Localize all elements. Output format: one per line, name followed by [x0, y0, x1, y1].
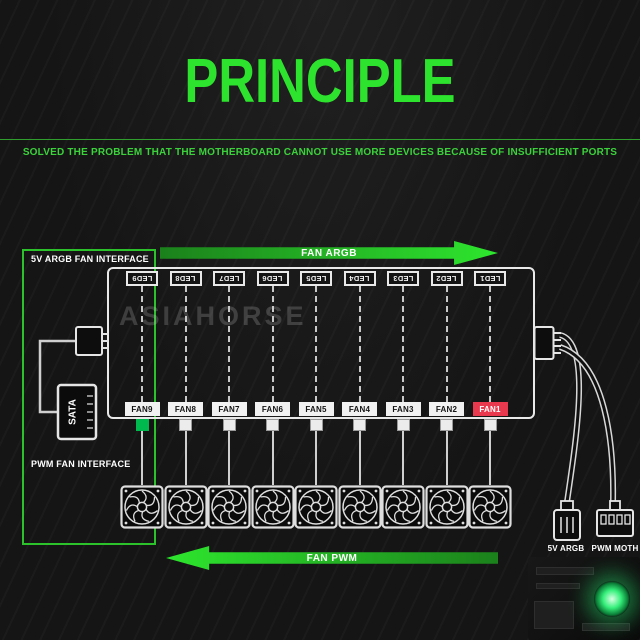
hub-channel: LED6 FAN6 — [255, 269, 291, 529]
fan-icon — [338, 485, 382, 529]
fan-cable — [445, 431, 448, 485]
fan-connector — [135, 419, 149, 431]
fan-connector — [266, 419, 279, 431]
interface-highlight-box — [22, 249, 156, 545]
fan-icon — [381, 485, 425, 529]
internal-trace — [445, 286, 448, 402]
argb-motherboard-plug-icon — [553, 500, 581, 541]
fan-connector — [483, 419, 497, 431]
fan-cable — [228, 431, 230, 485]
fan-argb-arrow: FAN ARGB — [160, 241, 498, 265]
motherboard-image — [528, 557, 640, 640]
hub-channel: LED9 FAN9 — [124, 269, 160, 529]
fan-port-label: FAN1 — [472, 402, 508, 416]
subtitle: SOLVED THE PROBLEM THAT THE MOTHERBOARD … — [22, 147, 618, 158]
internal-trace — [271, 286, 274, 402]
led-port: LED9 — [126, 271, 158, 286]
pwm-motherboard-plug-icon — [596, 500, 634, 537]
fan-cable — [141, 431, 143, 485]
motherboard-slot — [536, 567, 594, 575]
led-port: LED4 — [343, 271, 376, 286]
fan-port-label: FAN4 — [342, 402, 377, 416]
fan-cable — [489, 431, 491, 485]
fan-cable — [315, 431, 317, 485]
led-port-label: LED9 — [131, 274, 153, 283]
argb-plug-label: 5V ARGB — [547, 544, 585, 553]
internal-trace — [402, 286, 404, 402]
fan-connector — [309, 419, 323, 431]
led-port: LED1 — [474, 271, 506, 286]
hub-channel: LED1 FAN1 — [472, 269, 508, 529]
hub-channels: LED9 FAN9 LED8 FAN8 LED7 FAN7 — [124, 269, 508, 529]
internal-trace — [358, 286, 361, 402]
hub-channel: LED4 FAN4 — [342, 269, 378, 529]
led-port: LED6 — [256, 271, 289, 286]
led-port: LED8 — [169, 271, 202, 286]
pwm-interface-label: PWM FAN INTERFACE — [31, 459, 131, 469]
led-port-label: LED2 — [436, 274, 457, 283]
led-port-label: LED5 — [305, 274, 327, 283]
fan-connector — [396, 419, 410, 431]
fan-icon — [468, 485, 512, 529]
fan-port-label: FAN6 — [255, 402, 290, 416]
motherboard-slot — [582, 623, 630, 631]
rgb-glow — [594, 581, 630, 617]
hub-output-plug-icon — [533, 326, 561, 360]
fan-cable — [402, 431, 404, 485]
fan-icon — [294, 485, 338, 529]
internal-trace — [315, 286, 317, 402]
fan-port-label: FAN7 — [211, 402, 247, 416]
hub-channel: LED5 FAN5 — [298, 269, 334, 529]
fan-port-label: FAN2 — [429, 402, 464, 416]
led-port-label: LED6 — [262, 274, 283, 283]
sata-power-connector: SATA — [56, 383, 98, 441]
fan-connector — [179, 419, 192, 431]
fan-port-label: FAN3 — [385, 402, 421, 416]
motherboard-slot — [536, 583, 580, 589]
fan-icon — [425, 485, 469, 529]
led-port-label: LED7 — [218, 274, 240, 283]
pwm-input-plug-icon — [64, 326, 109, 356]
internal-trace — [184, 286, 187, 402]
fan-port-label: FAN9 — [124, 402, 160, 416]
fan-connector — [222, 419, 236, 431]
argb-interface-label: 5V ARGB FAN INTERFACE — [31, 254, 149, 264]
led-port-label: LED3 — [392, 274, 414, 283]
fan-port-label: FAN5 — [298, 402, 334, 416]
pwm-plug-label: PWM MOTH — [591, 544, 639, 553]
fan-cable — [184, 431, 187, 485]
divider-line — [0, 139, 640, 140]
fan-argb-arrow-label: FAN ARGB — [301, 247, 357, 259]
internal-trace — [141, 286, 143, 402]
hub-channel: LED2 FAN2 — [429, 269, 465, 529]
motherboard-heatsink — [534, 601, 574, 629]
led-port-label: LED4 — [349, 274, 370, 283]
fan-icon — [251, 485, 295, 529]
fan-icon — [207, 485, 251, 529]
led-port-label: LED8 — [175, 274, 196, 283]
fan-pwm-arrow-label: FAN PWM — [306, 552, 358, 564]
led-port: LED5 — [300, 271, 332, 286]
fan-icon — [120, 485, 164, 529]
fan-port-label: FAN8 — [168, 402, 203, 416]
page-title: PRINCIPLE — [184, 47, 456, 116]
hub-channel: LED8 FAN8 — [168, 269, 204, 529]
internal-trace — [228, 286, 230, 402]
hub-channel: LED7 FAN7 — [211, 269, 247, 529]
fan-connector — [440, 419, 453, 431]
sata-label: SATA — [68, 399, 79, 425]
internal-trace — [489, 286, 491, 402]
led-port: LED2 — [430, 271, 463, 286]
hub-channel: LED3 FAN3 — [385, 269, 421, 529]
led-port: LED3 — [387, 271, 419, 286]
fan-connector — [353, 419, 366, 431]
fan-pwm-arrow: FAN PWM — [166, 546, 498, 570]
fan-icon — [164, 485, 208, 529]
led-port: LED7 — [213, 271, 245, 286]
fan-cable — [358, 431, 361, 485]
fan-cable — [271, 431, 274, 485]
led-port-label: LED1 — [479, 274, 501, 283]
